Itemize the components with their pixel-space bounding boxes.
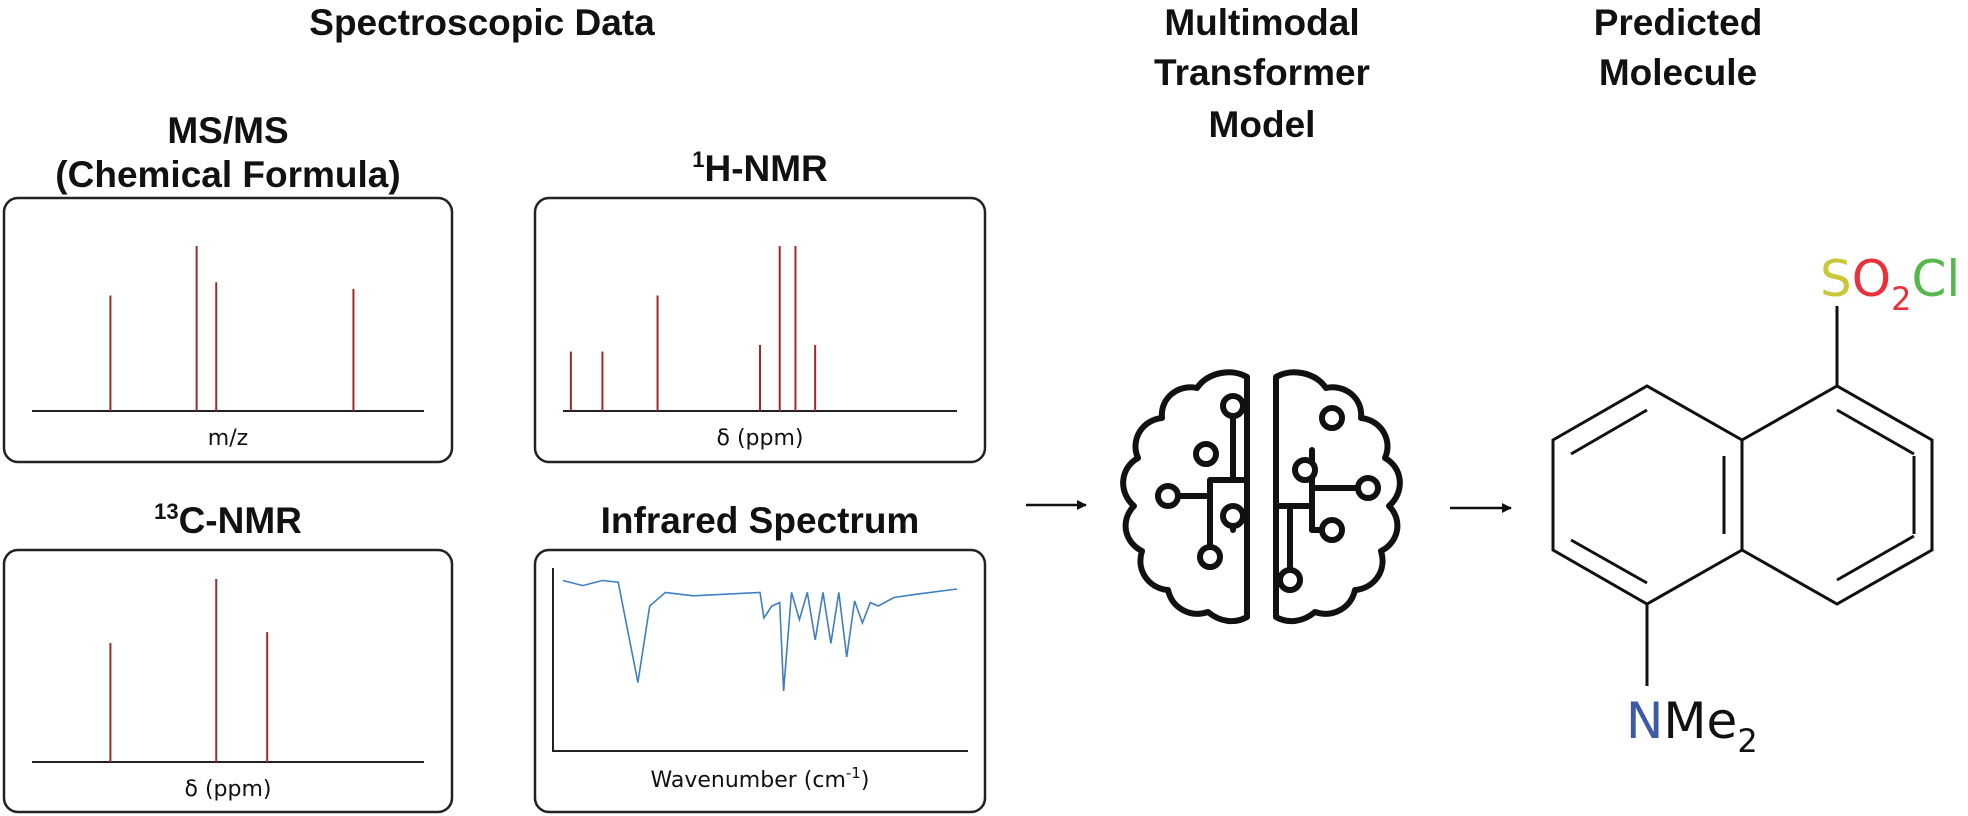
atom-o-subscript: 2 [1891,280,1911,318]
heading-model-line-2: Transformer [1154,52,1370,93]
heading-predicted: Predicted Molecule [1594,2,1763,93]
atom-s: S [1820,250,1852,308]
double-bond-inner [1836,408,1915,456]
ir-xlabel-end: ) [861,768,870,793]
ir-title: Infrared Spectrum [601,500,920,541]
heading-spectroscopic-data: Spectroscopic Data [309,2,655,43]
hnmr-panel [533,196,987,464]
atom-me-subscript: 2 [1737,722,1757,760]
atom-o: O [1852,250,1891,308]
heading-model-line-3: Model [1209,104,1316,145]
naphthalene-left-ring [1551,384,1744,606]
ir-spectrum-line [562,579,958,692]
cnmr-xlabel: δ (ppm) [185,777,272,802]
heading-model: Multimodal Transformer Model [1154,2,1370,145]
molecule-structure [1551,306,1934,686]
double-bond-inner [1570,538,1648,585]
heading-predicted-line-2: Molecule [1599,52,1757,93]
atom-cl: Cl [1911,250,1960,308]
sulfonyl-chloride-group: SO2Cl [1820,250,1960,318]
hnmr-peaks [569,246,817,411]
naphthalene-right-ring [1741,384,1934,606]
ir-axes [552,568,968,752]
msms-title-line-2: (Chemical Formula) [55,154,400,195]
cnmr-title-sup: 13 [154,499,178,524]
heading-predicted-line-1: Predicted [1594,2,1763,43]
ir-xlabel-sup: -1 [846,764,861,782]
msms-panel [2,196,454,464]
cnmr-peaks [109,579,269,762]
cnmr-title: 13C-NMR [154,499,302,541]
cnmr-panel [2,548,454,814]
ir-xlabel-main: Wavenumber (cm [651,768,846,793]
brain-circuit-icon [1120,369,1403,625]
msms-peaks [109,246,355,411]
hnmr-title-sup: 1 [692,147,704,172]
msms-title-line-1: MS/MS [167,110,288,151]
hnmr-title-main: H-NMR [704,148,827,189]
double-bond-inner [1570,408,1648,456]
ir-xlabel: Wavenumber (cm-1) [651,764,870,793]
dimethylamino-group: NMe2 [1626,692,1758,760]
hnmr-xlabel: δ (ppm) [717,426,804,451]
heading-model-line-1: Multimodal [1164,2,1359,43]
atom-n: N [1626,692,1663,750]
atom-me: Me [1663,692,1737,750]
double-bond-inner [1836,534,1915,582]
cnmr-title-main: C-NMR [179,500,302,541]
hnmr-title: 1H-NMR [692,147,828,189]
msms-xlabel: m/z [208,426,248,451]
